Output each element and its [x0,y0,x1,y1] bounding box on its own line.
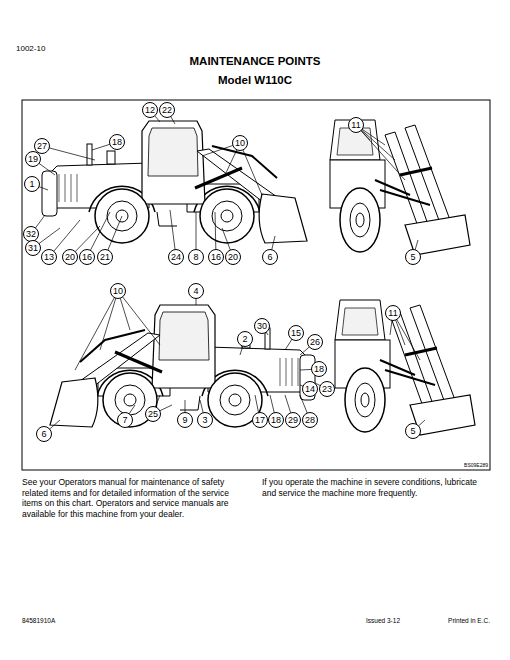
issue-date: Issued 3-12 [320,617,400,625]
callout-number: 26 [307,334,323,350]
callout-text: 20 [228,253,238,262]
callout-number: 11 [348,117,364,133]
callout-text: 9 [182,416,187,425]
callout-text: 5 [410,253,415,262]
callout-text: 12 [145,106,155,115]
callout-text: 8 [193,253,198,262]
callout-text: 24 [171,253,181,262]
callout-number: 11 [385,305,401,321]
callout-number: 16 [79,249,95,265]
callout-text: 21 [100,253,110,262]
callout-text: 11 [388,309,397,318]
callout-text: 6 [267,253,272,262]
callout-text: 13 [44,253,54,262]
callout-text: 16 [82,253,92,262]
callout-text: 1 [29,180,34,189]
callout-number: 2 [237,331,253,347]
callout-number: 1 [24,176,40,192]
callout-text: 28 [305,416,315,425]
callout-number: 29 [285,412,301,428]
callout-text: 23 [322,385,332,394]
model-name: Model W110C [0,73,510,87]
callout-number: 5 [405,423,421,439]
callout-text: 16 [211,253,221,262]
callout-text: 31 [28,244,38,253]
callout-text: 3 [202,416,207,425]
callout-number: 16 [208,249,224,265]
callout-number: 10 [110,283,126,299]
callout-text: 2 [242,335,247,344]
note-text: If you operate the machine in severe con… [262,477,490,498]
callout-number: 13 [41,249,57,265]
callout-number: 19 [25,151,41,167]
callout-number: 28 [302,412,318,428]
callout-number: 18 [268,412,284,428]
callout-number: 23 [319,381,335,397]
callout-text: 15 [291,329,301,338]
page-title: MAINTENANCE POINTS [0,55,510,67]
callout-text: 26 [310,338,320,347]
callout-text: 30 [257,322,267,331]
callout-text: 17 [255,416,265,425]
callout-text: 18 [112,138,122,147]
callout-number: 20 [62,249,78,265]
callout-text: 18 [314,365,324,374]
callout-number: 22 [159,102,175,118]
callout-number: 8 [188,249,204,265]
callout-text: 4 [193,287,198,296]
callout-number: 15 [288,325,304,341]
note-text: See your Operators manual for maintenanc… [22,477,250,520]
callout-text: 6 [41,430,46,439]
callout-text: 32 [26,230,36,239]
callout-number: 6 [262,249,278,265]
callout-text: 14 [305,385,315,394]
callout-number: 6 [36,426,52,442]
callout-number: 30 [254,318,270,334]
callout-text: 29 [288,416,298,425]
callout-text: 25 [148,410,158,419]
part-number: 84581910A [22,617,142,625]
callout-text: 5 [410,427,415,436]
callout-text: 27 [37,142,47,151]
callout-number: 9 [177,412,193,428]
callout-text: 10 [113,287,123,296]
page-number: 1002-10 [16,44,96,54]
callout-text: 22 [162,106,172,115]
print-location: Printed in E.C. [410,617,490,625]
callout-number: 18 [109,134,125,150]
callout-number: 18 [311,361,327,377]
callout-text: 20 [65,253,75,262]
figure-id: BS09E289 [430,462,488,468]
callout-number: 5 [405,249,421,265]
callout-number: 3 [197,412,213,428]
callout-text: 19 [28,155,38,164]
callout-number: 7 [117,412,133,428]
callout-number: 4 [188,283,204,299]
callout-number: 17 [252,412,268,428]
callout-number: 25 [145,406,161,422]
callout-number: 10 [232,135,248,151]
callout-text: 18 [271,416,281,425]
callout-number: 24 [168,249,184,265]
callout-number: 14 [302,381,318,397]
callout-text: 11 [351,121,360,130]
callout-number: 31 [25,240,41,256]
callout-number: 20 [225,249,241,265]
callout-text: 7 [122,416,127,425]
callout-text: 10 [235,139,245,148]
callout-number: 21 [97,249,113,265]
callout-number: 12 [142,102,158,118]
